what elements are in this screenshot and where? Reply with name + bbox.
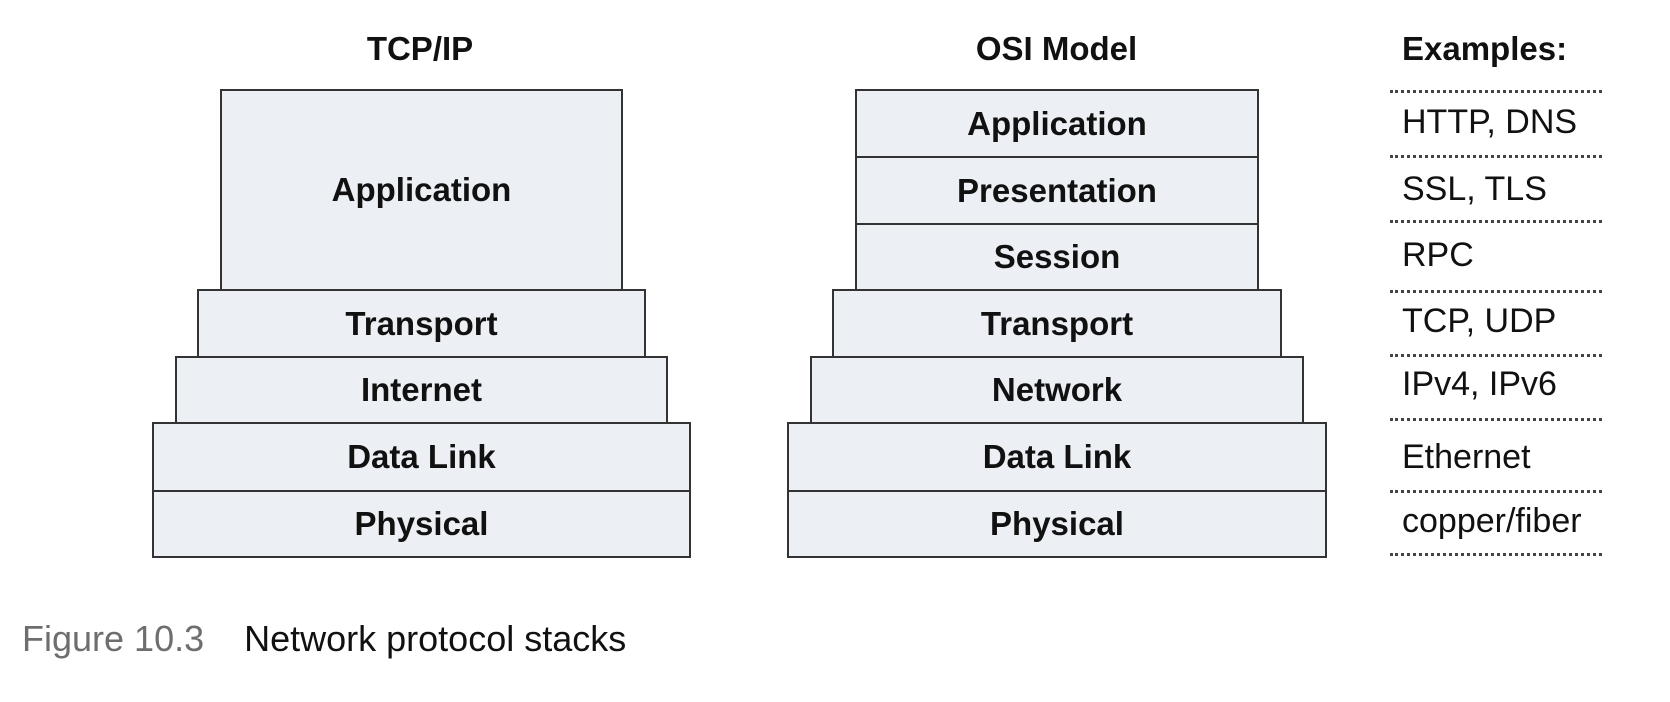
examples-separator <box>1390 220 1602 223</box>
tcpip-layer-application: Application <box>220 89 623 291</box>
tcpip-title: TCP/IP <box>366 30 474 67</box>
osi-layer-application: Application <box>855 89 1259 158</box>
tcpip-layer-data-link: Data Link <box>152 422 691 492</box>
tcpip-layer-transport: Transport <box>197 289 646 358</box>
examples-separator <box>1390 490 1602 493</box>
examples-separator <box>1390 553 1602 556</box>
example-item: Ethernet <box>1402 438 1531 476</box>
examples-separator <box>1390 418 1602 421</box>
osi-layer-network: Network <box>810 356 1304 424</box>
tcpip-layer-physical: Physical <box>152 490 691 558</box>
osi-layer-transport: Transport <box>832 289 1282 358</box>
figure-number: Figure 10.3 <box>22 618 205 659</box>
example-item: HTTP, DNS <box>1402 103 1578 141</box>
examples-separator <box>1390 354 1602 357</box>
figure-caption: Figure 10.3 Network protocol stacks <box>22 618 626 660</box>
osi-layer-physical: Physical <box>787 490 1327 558</box>
examples-title: Examples: <box>1402 30 1568 67</box>
examples-separator <box>1390 155 1602 158</box>
example-item: copper/fiber <box>1402 502 1582 540</box>
osi-layer-data-link: Data Link <box>787 422 1327 492</box>
example-item: RPC <box>1402 236 1474 274</box>
osi-title: OSI Model <box>975 30 1138 67</box>
example-item: SSL, TLS <box>1402 170 1547 208</box>
example-item: IPv4, IPv6 <box>1402 365 1557 403</box>
example-item: TCP, UDP <box>1402 302 1557 340</box>
osi-layer-presentation: Presentation <box>855 156 1259 225</box>
examples-separator <box>1390 290 1602 293</box>
tcpip-layer-internet: Internet <box>175 356 668 424</box>
figure-title: Network protocol stacks <box>244 618 627 659</box>
osi-layer-session: Session <box>855 223 1259 291</box>
examples-separator <box>1390 90 1602 93</box>
